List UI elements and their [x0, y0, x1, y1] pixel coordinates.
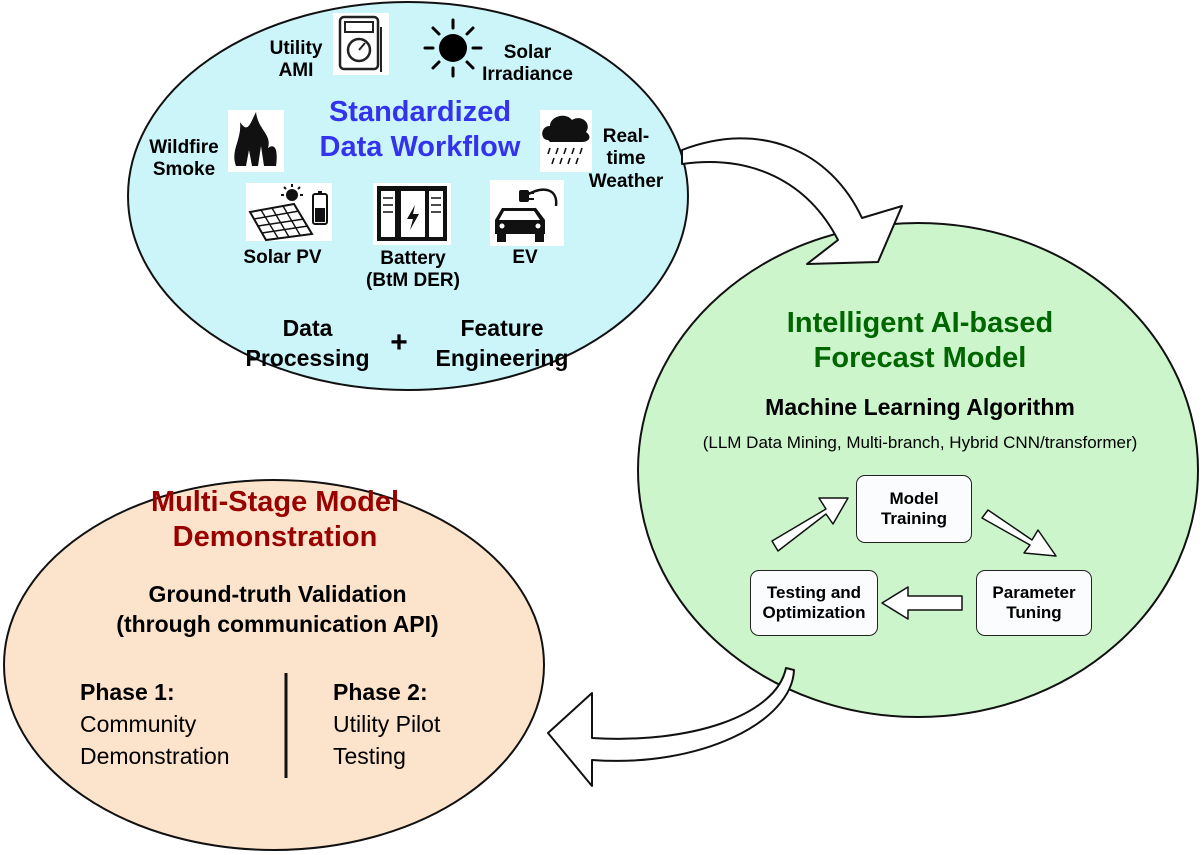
parameter-tuning-line1: Parameter: [992, 582, 1076, 602]
feature-engineering-label: Feature Engineering: [418, 314, 586, 374]
phase1-line1: Community: [80, 711, 197, 738]
utility-ami-line2: AMI: [278, 60, 314, 82]
solar-irradiance-label: Solar Irradiance: [470, 42, 585, 87]
ev-car-icon: [490, 180, 564, 246]
battery-cabinet-icon: [373, 183, 451, 245]
wildfire-smoke-line2: Smoke: [152, 159, 216, 181]
workflow-title: Standardized Data Workflow: [290, 95, 550, 165]
forecast-title-line1: Intelligent AI-based: [786, 307, 1054, 339]
demonstration-ellipse: [3, 479, 545, 851]
arrow-testing-to-training: [771, 497, 849, 552]
forecast-title: Intelligent AI-based Forecast Model: [730, 306, 1110, 376]
sun-icon: [423, 18, 483, 78]
rain-cloud-icon: [540, 110, 592, 172]
wildfire-smoke-label: Wildfire Smoke: [140, 137, 228, 182]
data-processing-line2: Processing: [245, 344, 370, 371]
demonstration-title-line2: Demonstration: [172, 520, 378, 553]
forecast-title-line2: Forecast Model: [813, 341, 1027, 374]
ev-label: EV: [512, 247, 538, 268]
phase2-line2: Testing: [333, 743, 406, 770]
demonstration-title: Multi-Stage Model Demonstration: [110, 485, 440, 555]
arrow-workflow-to-forecast: [681, 137, 903, 265]
weather-line2: time: [606, 148, 646, 170]
weather-line1: Real-: [602, 126, 650, 147]
validation-line1: Ground-truth Validation: [148, 581, 407, 607]
testing-optimization-node: Testing and Optimization: [750, 570, 878, 636]
solar-irradiance-line2: Irradiance: [482, 64, 573, 86]
utility-ami-label: Utility AMI: [258, 38, 334, 83]
battery-label: Battery (BtM DER): [348, 248, 478, 293]
feature-engineering-line1: Feature: [460, 315, 544, 341]
data-processing-label: Data Processing: [225, 314, 390, 374]
solar-pv-label: Solar PV: [243, 247, 322, 268]
wildfire-icon: [228, 110, 284, 172]
phase2-title: Phase 2:: [333, 679, 428, 705]
phase1-line2: Demonstration: [80, 743, 230, 770]
wildfire-smoke-line1: Wildfire: [149, 137, 219, 158]
arrow-tuning-to-testing: [881, 586, 963, 620]
parameter-tuning-line2: Tuning: [1006, 603, 1062, 622]
arrow-training-to-tuning: [981, 509, 1057, 557]
forecast-subtitle: Machine Learning Algorithm: [765, 394, 1075, 420]
testing-line2: Optimization: [762, 603, 866, 622]
phase2-line1: Utility Pilot: [333, 711, 441, 738]
solar-irradiance-line1: Solar: [503, 42, 552, 63]
model-training-node: Model Training: [856, 475, 972, 543]
weather-line3: Weather: [588, 170, 664, 192]
testing-line1: Testing and: [766, 582, 862, 602]
parameter-tuning-node: Parameter Tuning: [976, 570, 1092, 636]
feature-engineering-line2: Engineering: [435, 344, 569, 371]
model-training-line1: Model: [889, 488, 939, 508]
weather-label: Real- time Weather: [580, 126, 672, 193]
forecast-ellipse: [637, 222, 1199, 718]
workflow-title-line1: Standardized: [328, 96, 512, 128]
phase1-title: Phase 1:: [80, 679, 175, 705]
solar-panel-icon: [246, 183, 332, 242]
arrow-forecast-to-demonstration: [547, 667, 795, 787]
utility-ami-line1: Utility: [269, 38, 323, 59]
battery-line2: (BtM DER): [366, 270, 460, 292]
data-processing-line1: Data: [282, 315, 333, 341]
model-training-line2: Training: [880, 509, 948, 528]
plus-sign: +: [390, 326, 408, 359]
meter-icon: [333, 13, 389, 75]
validation-line2: (through communication API): [116, 610, 439, 637]
demonstration-title-line1: Multi-Stage Model: [150, 486, 400, 518]
workflow-title-line2: Data Workflow: [319, 130, 521, 163]
forecast-methods: (LLM Data Mining, Multi-branch, Hybrid C…: [702, 433, 1138, 452]
battery-line1: Battery: [380, 248, 446, 269]
validation-label: Ground-truth Validation (through communi…: [80, 580, 475, 640]
phase2-block: Phase 2: Utility Pilot Testing: [333, 676, 503, 773]
phase1-block: Phase 1: Community Demonstration: [80, 676, 280, 773]
